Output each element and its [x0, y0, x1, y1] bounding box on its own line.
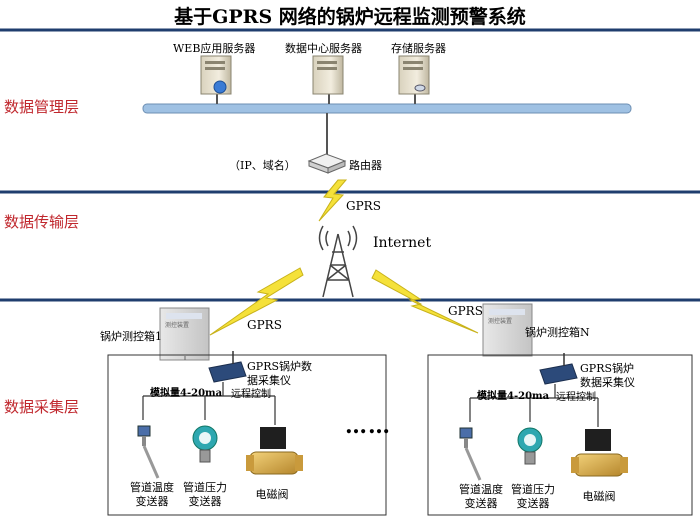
press-transmitter-label: 管道压力 变送器 [504, 483, 562, 511]
server-label-storage: 存储服务器 [391, 42, 446, 55]
data-collector-icon [208, 351, 247, 383]
analog-signal-label: 模拟量4-20ma [477, 391, 550, 402]
gprs-label-right: GPRS [448, 304, 483, 318]
server-icon [200, 55, 232, 104]
router-label: 路由器 [349, 159, 382, 172]
valve-label: 电磁阀 [255, 488, 289, 501]
temp-transmitter-label: 管道温度 变送器 [452, 483, 510, 511]
cabinet-label-n: 锅炉测控箱N [525, 326, 590, 339]
collector-label-1: GPRS锅炉数 据采集仪 [247, 360, 312, 388]
cabinet-box-1 [107, 354, 387, 516]
server-label-web: WEB应用服务器 [173, 42, 256, 55]
analog-signal-label: 模拟量4-20ma [150, 388, 223, 399]
network-bus [142, 103, 632, 114]
device-label-line2: 变送器 [135, 495, 169, 508]
ellipsis-more-cabinets: …… [345, 413, 391, 439]
device-label-line2: 变送器 [188, 495, 222, 508]
press-transmitter-label: 管道压力 变送器 [176, 481, 234, 509]
layer-label-collection: 数据采集层 [4, 398, 80, 416]
cabinet-label-1: 锅炉测控箱1 [100, 330, 162, 343]
wiring-n [469, 384, 599, 427]
collector-label-line2: 数据采集仪 [580, 376, 635, 389]
lightning-icon [318, 179, 348, 222]
server-icon [398, 55, 430, 104]
cabinet-plate-n: 测控装置 [488, 318, 513, 325]
device-label-line1: 管道温度 [130, 481, 174, 494]
wiring-1 [142, 382, 276, 425]
solenoid-valve-icon [246, 427, 303, 475]
cabinet-box-n [427, 354, 693, 516]
layer-label-management: 数据管理层 [4, 98, 80, 116]
device-label-line1: 管道温度 [459, 483, 503, 496]
gprs-label-left: GPRS [247, 318, 282, 332]
cabinet-plate-1: 测控装置 [165, 322, 190, 329]
lightning-icon [371, 269, 479, 334]
control-cabinet-icon [482, 303, 533, 357]
pressure-transmitter-icon [192, 425, 218, 463]
collector-label-line1: GPRS锅炉数 [247, 360, 313, 373]
device-label-line1: 管道压力 [183, 481, 227, 494]
device-label-line1: 管道压力 [511, 483, 555, 496]
device-label-line2: 变送器 [516, 497, 550, 510]
server-icon [312, 55, 344, 104]
gprs-label-top: GPRS [346, 199, 381, 213]
valve-label: 电磁阀 [582, 490, 616, 503]
control-cabinet-icon [159, 307, 210, 361]
collector-label-n: GPRS锅炉 数据采集仪 [580, 362, 635, 390]
temperature-transmitter-icon [459, 427, 482, 481]
pressure-transmitter-icon [517, 427, 543, 465]
page-title: 基于GPRS 网络的锅炉远程监测预警系统 [174, 6, 526, 28]
temp-transmitter-label: 管道温度 变送器 [123, 481, 181, 509]
internet-label: Internet [373, 235, 432, 251]
collector-label-line1: GPRS锅炉 [580, 362, 635, 375]
server-label-datacenter: 数据中心服务器 [285, 42, 362, 55]
antenna-tower-icon [318, 225, 358, 298]
solenoid-valve-icon [571, 429, 628, 477]
device-label-line2: 变送器 [464, 497, 498, 510]
router-icon [307, 153, 347, 174]
data-collector-icon [539, 353, 578, 385]
lightning-icon [209, 267, 304, 336]
router-ip-label: （IP、域名） [229, 159, 296, 172]
remote-control-label: 远程控制 [556, 392, 596, 403]
layer-label-transmission: 数据传输层 [4, 213, 80, 231]
remote-control-label: 远程控制 [231, 389, 271, 400]
collector-label-line2: 据采集仪 [247, 374, 291, 387]
temperature-transmitter-icon [137, 425, 160, 479]
